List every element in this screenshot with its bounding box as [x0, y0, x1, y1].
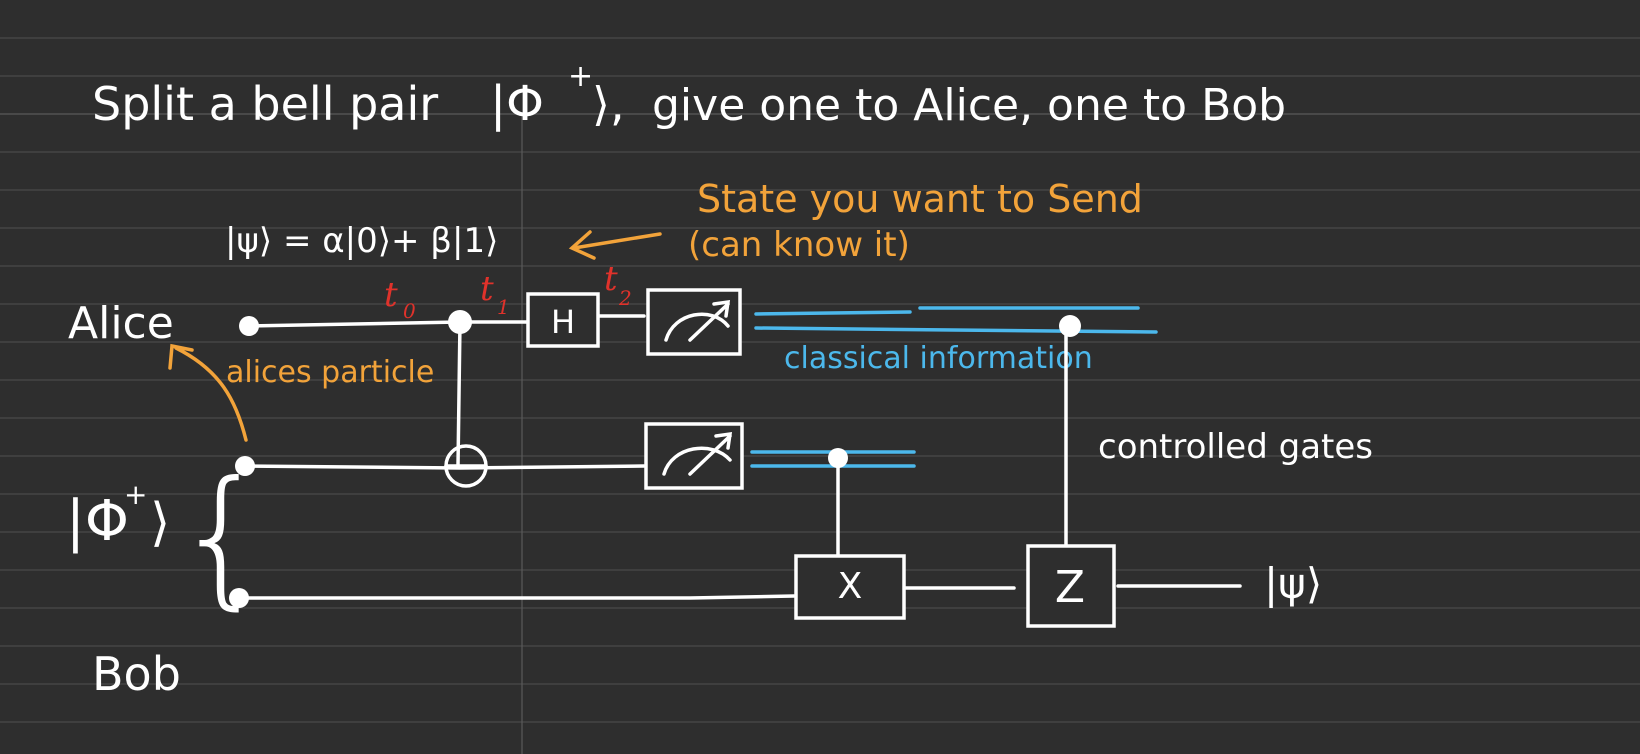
classical-wire-top-1 [754, 306, 1140, 316]
output-state-label: |ψ⟩ [1264, 559, 1322, 608]
classical-wires [750, 306, 1158, 468]
alices-particle-label: alices particle [226, 355, 434, 390]
ruled-lines [0, 37, 1640, 754]
cnot-gate [444, 310, 488, 488]
meter-needle-icon [688, 431, 733, 476]
bell-ket-sup: + [124, 478, 147, 511]
z-gate [1026, 544, 1116, 628]
wire-start-dot-alice [239, 316, 259, 336]
classical-wire-top-2 [754, 326, 1158, 334]
x-control-dot [828, 448, 848, 468]
classical-info-label: classical information [784, 341, 1093, 376]
heading: Split a bell pair |Φ + ⟩, give one to Al… [92, 59, 1286, 132]
time-label-t2-sub: 2 [618, 286, 632, 310]
time-label-t2: t [604, 259, 618, 299]
meter-arc-icon [662, 446, 732, 476]
cnot-control-line [456, 320, 462, 468]
bell-ket-close: ⟩ [150, 493, 170, 553]
quantum-wires [238, 314, 1242, 600]
arrow-alices-particle [168, 343, 248, 442]
time-labels: t 0 t 1 t 2 [384, 259, 632, 323]
measurement-alice [646, 288, 742, 356]
wire-start-dot-bell [235, 456, 255, 476]
bell-state-label: |Φ + ⟩ { [66, 450, 269, 624]
heading-part1: Split a bell pair [92, 77, 438, 131]
bell-ket: |Φ [66, 489, 129, 554]
alice-label: Alice [68, 298, 174, 349]
psi-equation: |ψ⟩ = α|0⟩+ β|1⟩ [225, 221, 498, 261]
heading-ket-sup: + [568, 59, 593, 94]
arrow-to-psi [568, 230, 662, 260]
heading-part2: give one to Alice, one to Bob [652, 80, 1286, 131]
z-control-dot [1059, 315, 1081, 337]
time-label-t0-sub: 0 [403, 299, 416, 323]
wire-start-dot-bob [229, 588, 249, 608]
time-label-t1: t [480, 269, 494, 309]
heading-ket-close: ⟩, [592, 77, 625, 131]
cnot-control-dot [448, 310, 472, 334]
x-gate [794, 554, 906, 620]
note-state-line2: (can know it) [688, 225, 910, 265]
wire-bob [238, 594, 796, 600]
measurement-bell [644, 422, 744, 490]
time-label-t1-sub: 1 [497, 295, 510, 319]
note-state-line1: State you want to Send [697, 177, 1143, 221]
time-label-t0: t [384, 275, 398, 315]
x-gate-label: X [838, 566, 863, 607]
wire-alice-bell [244, 464, 646, 470]
hadamard-gate-label: H [551, 303, 575, 341]
bob-label: Bob [92, 647, 181, 701]
meter-arc-icon [664, 312, 730, 342]
bell-brace: { [174, 450, 269, 624]
wire-alice-psi [248, 320, 529, 328]
meter-needle-icon [688, 299, 731, 342]
heading-ket: |Φ [490, 76, 544, 132]
controlled-gates-label: controlled gates [1098, 427, 1373, 467]
z-gate-label: Z [1055, 562, 1085, 613]
hadamard-gate [526, 292, 600, 348]
